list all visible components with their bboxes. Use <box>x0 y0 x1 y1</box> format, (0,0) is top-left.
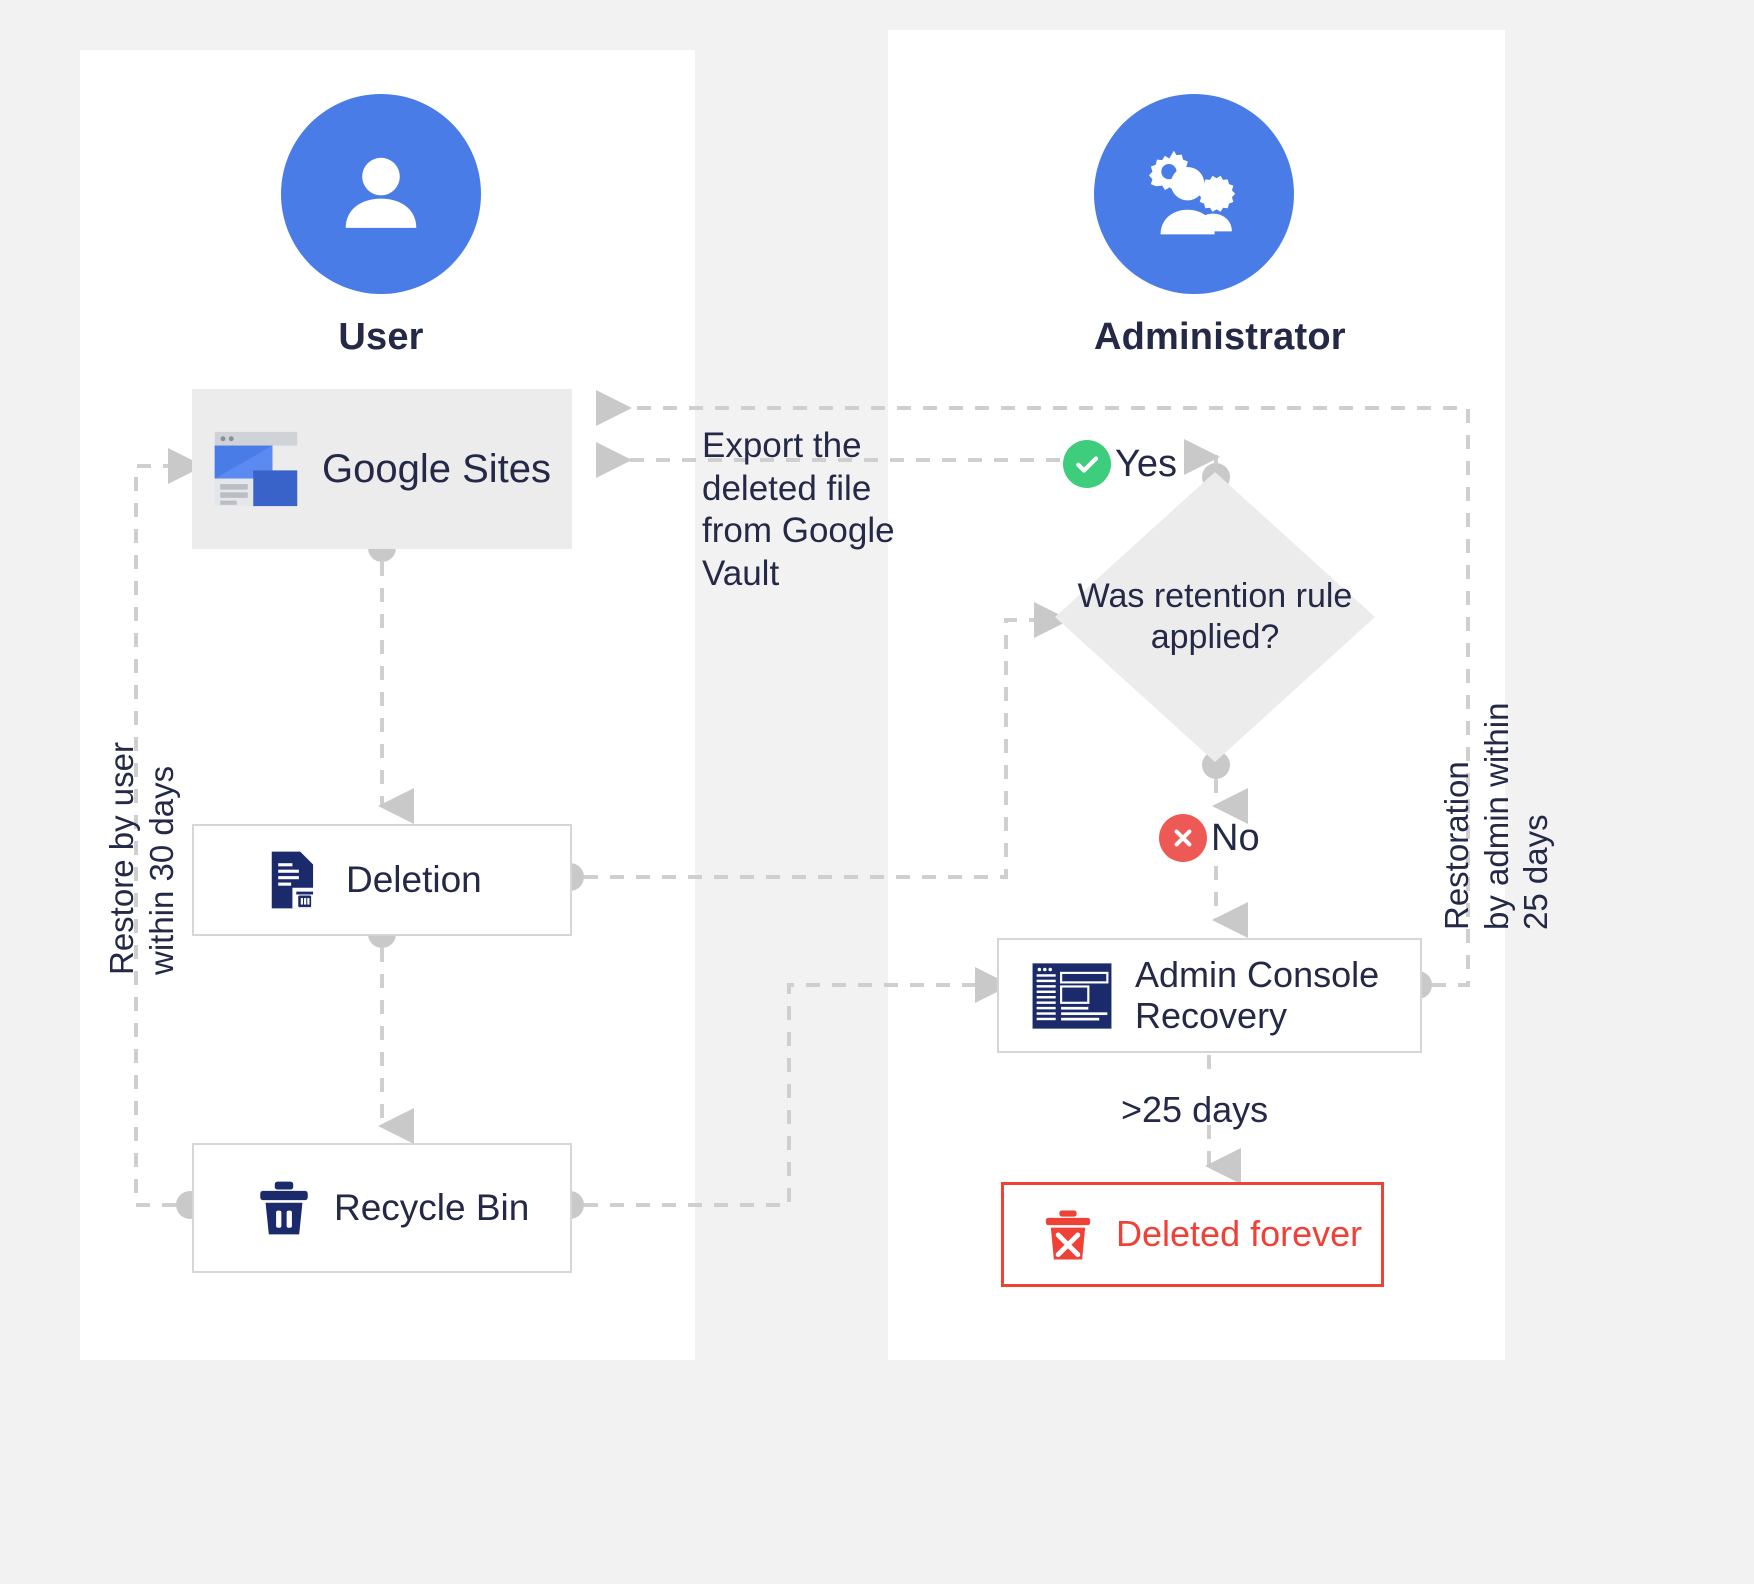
node-deletion[interactable]: Deletion <box>192 824 572 936</box>
check-circle-icon <box>1063 440 1111 488</box>
x-circle-icon <box>1159 814 1207 862</box>
node-deleted-forever[interactable]: Deleted forever <box>1001 1182 1384 1287</box>
people-gear-icon <box>1094 94 1294 294</box>
document-delete-icon <box>266 849 324 911</box>
status-badge-no-label: No <box>1211 816 1260 859</box>
role-administrator: Administrator <box>1094 94 1346 359</box>
node-google-sites-label: Google Sites <box>322 446 552 491</box>
edge-label-restore-by-admin-line3: 25 days <box>1517 814 1555 930</box>
edge-label-export-vault: Export the deleted file from Google Vaul… <box>702 426 895 594</box>
edge-label-restore-by-user: Restore by user within 30 days <box>102 742 181 975</box>
node-admin-console-recovery[interactable]: Admin Console Recovery <box>997 938 1422 1053</box>
node-google-sites[interactable]: Google Sites <box>192 389 572 549</box>
edge-label-restore-by-admin-line1: Restoration <box>1438 761 1475 930</box>
admin-console-icon <box>1031 962 1113 1030</box>
edge-label-restore-by-user-line1: Restore by user <box>103 742 140 975</box>
node-recycle-bin[interactable]: Recycle Bin <box>192 1143 572 1273</box>
node-decision-label: Was retention rule applied? <box>1077 576 1353 656</box>
status-badge-no: No <box>1159 814 1260 862</box>
edge-label-restore-by-admin-line2: by admin within <box>1477 702 1515 930</box>
google-sites-icon <box>212 429 300 509</box>
role-user-label: User <box>338 316 424 358</box>
trash-x-icon <box>1042 1208 1094 1262</box>
edge-label-over-25-days: >25 days <box>1121 1089 1269 1130</box>
status-badge-yes: Yes <box>1063 440 1177 488</box>
role-user: User <box>281 94 481 359</box>
edge-label-restore-by-admin: Restoration by admin within 25 days <box>1437 703 1556 930</box>
node-admin-console-recovery-label: Admin Console Recovery <box>1135 954 1380 1036</box>
node-recycle-bin-label: Recycle Bin <box>334 1187 530 1229</box>
node-deleted-forever-label: Deleted forever <box>1116 1213 1363 1255</box>
role-administrator-label: Administrator <box>1094 316 1346 358</box>
person-icon <box>281 94 481 294</box>
node-deletion-label: Deletion <box>346 859 482 901</box>
status-badge-yes-label: Yes <box>1115 442 1177 485</box>
node-decision-retention-rule[interactable]: Was retention rule applied? <box>1055 472 1375 762</box>
edge-label-restore-by-user-line2: within 30 days <box>142 765 180 975</box>
trash-icon <box>256 1179 312 1237</box>
